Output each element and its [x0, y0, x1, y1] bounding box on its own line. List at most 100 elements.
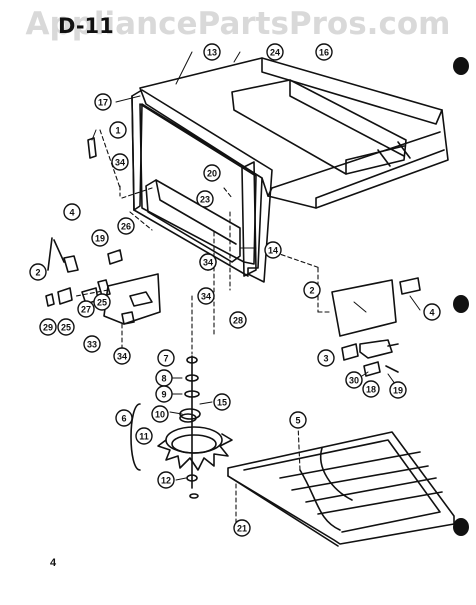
callout-label: 34 — [117, 351, 127, 361]
callout-25: 25 — [93, 293, 111, 311]
callout-circle — [91, 229, 109, 247]
callout-label: 28 — [233, 315, 243, 325]
callout-2: 2 — [29, 263, 47, 281]
callout-circle — [117, 217, 135, 235]
callout-10: 10 — [151, 405, 169, 423]
callout-circle — [317, 349, 335, 367]
callout-circle — [39, 318, 57, 336]
registration-marks — [453, 57, 469, 536]
callout-circle — [57, 318, 75, 336]
callout-9: 9 — [155, 385, 173, 403]
callout-19: 19 — [91, 229, 109, 247]
callout-4: 4 — [423, 303, 441, 321]
callout-label: 13 — [207, 47, 217, 57]
callout-8: 8 — [155, 369, 173, 387]
callout-26: 26 — [117, 217, 135, 235]
callout-12: 12 — [157, 471, 175, 489]
callout-circle — [213, 393, 231, 411]
callout-circle — [197, 287, 215, 305]
callout-33: 33 — [83, 335, 101, 353]
callout-circle — [266, 43, 284, 61]
partition-bracket — [145, 161, 257, 277]
callout-label: 15 — [217, 397, 227, 407]
callout-circle — [196, 190, 214, 208]
page-number: 4 — [50, 557, 57, 569]
callout-3: 3 — [317, 349, 335, 367]
callout-label: 11 — [139, 431, 149, 441]
front-frame — [131, 89, 273, 283]
callout-circle — [315, 43, 333, 61]
callout-circle — [135, 427, 153, 445]
callout-label: 5 — [295, 415, 300, 425]
callout-circle — [83, 335, 101, 353]
callout-23: 23 — [196, 190, 214, 208]
callout-circle — [345, 371, 363, 389]
callout-6: 6 — [115, 409, 133, 427]
callout-25: 25 — [57, 318, 75, 336]
callout-circle — [157, 349, 175, 367]
control-bracket — [45, 137, 161, 325]
leader-lines — [75, 129, 333, 527]
callout-label: 4 — [69, 207, 74, 217]
callout-27: 27 — [77, 300, 95, 318]
callout-circle — [109, 121, 127, 139]
callout-circle — [203, 164, 221, 182]
callout-circle — [151, 405, 169, 423]
callout-19: 19 — [389, 381, 407, 399]
callout-label: 19 — [393, 385, 403, 395]
callout-circle — [264, 241, 282, 259]
callout-34: 34 — [111, 153, 129, 171]
fan-assembly — [130, 355, 233, 499]
callout-label: 24 — [270, 47, 280, 57]
callout-label: 21 — [237, 523, 247, 533]
callout-circle — [289, 411, 307, 429]
callout-label: 14 — [268, 245, 278, 255]
right-bracket — [331, 277, 421, 377]
callout-14: 14 — [264, 241, 282, 259]
callout-label: 34 — [201, 291, 211, 301]
callout-circle — [233, 519, 251, 537]
callout-30: 30 — [345, 371, 363, 389]
callout-circle — [423, 303, 441, 321]
callout-circle — [155, 385, 173, 403]
callout-circle — [63, 203, 81, 221]
callout-20: 20 — [203, 164, 221, 182]
callout-label: 34 — [203, 257, 213, 267]
callout-28: 28 — [229, 311, 247, 329]
callout-label: 7 — [163, 353, 168, 363]
callout-circle — [229, 311, 247, 329]
callout-circle — [389, 381, 407, 399]
callout-7: 7 — [157, 349, 175, 367]
callout-label: 25 — [61, 322, 71, 332]
callout-circle — [199, 253, 217, 271]
base-pan — [227, 431, 455, 547]
callout-label: 3 — [323, 353, 328, 363]
callout-29: 29 — [39, 318, 57, 336]
callout-circle — [203, 43, 221, 61]
callout-circle — [113, 347, 131, 365]
callout-circle — [111, 153, 129, 171]
callout-label: 18 — [366, 384, 376, 394]
callout-label: 33 — [87, 339, 97, 349]
callout-11: 11 — [135, 427, 153, 445]
callout-1: 1 — [109, 121, 127, 139]
callout-circle — [303, 281, 321, 299]
callout-5: 5 — [289, 411, 307, 429]
callout-15: 15 — [213, 393, 231, 411]
callout-circle — [362, 380, 380, 398]
callout-label: 8 — [161, 373, 166, 383]
callout-circle — [94, 93, 112, 111]
callout-label: 16 — [319, 47, 329, 57]
callout-label: 30 — [349, 375, 359, 385]
callout-circle — [115, 409, 133, 427]
callout-label: 6 — [121, 413, 126, 423]
callout-label: 1 — [115, 125, 120, 135]
callout-label: 17 — [98, 97, 108, 107]
callout-34: 34 — [197, 287, 215, 305]
callout-circle — [29, 263, 47, 281]
diagram-code: D-11 — [58, 14, 114, 38]
callout-circle — [157, 471, 175, 489]
